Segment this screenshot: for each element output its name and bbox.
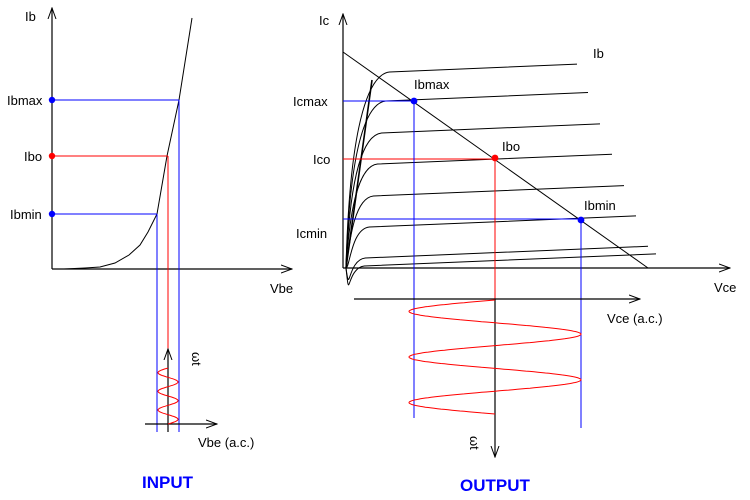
output-characteristic-graph: Ic Vce Ib Ibmax Ibo Ibmin Icmax Ico Icmi…	[293, 13, 736, 428]
output-title: OUTPUT	[460, 476, 531, 495]
ibmin-label: Ibmin	[10, 207, 42, 222]
saturation-line	[345, 79, 373, 269]
output-ac-waveform: Vce (a.c.) ωt	[354, 299, 663, 457]
output-sine-wave	[408, 299, 582, 415]
ibmax-label: Ibmax	[7, 93, 43, 108]
collector-curve	[345, 92, 589, 269]
ico-label: Ico	[313, 152, 330, 167]
ibo-point-label: Ibo	[502, 139, 520, 154]
input-characteristic-curve	[63, 17, 193, 270]
collector-curve-family	[345, 63, 657, 286]
ibo-label: Ibo	[24, 149, 42, 164]
input-ac-x-label: Vbe (a.c.)	[198, 435, 254, 450]
ibmax-point	[48, 96, 56, 104]
collector-curve	[345, 245, 649, 280]
icmax-label: Icmax	[293, 94, 328, 109]
collector-curve	[345, 123, 601, 269]
ibmin-point	[48, 210, 56, 218]
collector-curve	[345, 253, 657, 286]
output-ac-x-label: Vce (a.c.)	[607, 311, 663, 326]
ibmin-operating-point	[577, 216, 585, 224]
ibmax-operating-point	[410, 97, 418, 105]
collector-curve	[345, 215, 637, 269]
icmin-label: Icmin	[296, 226, 327, 241]
input-x-axis-label: Vbe	[270, 281, 293, 296]
ibmax-point-label: Ibmax	[414, 77, 450, 92]
input-y-axis-label: Ib	[25, 9, 36, 24]
ibo-point	[48, 152, 56, 160]
curve-family-label: Ib	[593, 46, 604, 61]
input-title: INPUT	[142, 473, 194, 492]
output-x-axis-label: Vce	[714, 280, 736, 295]
input-characteristic-graph: Ib Vbe Ibmax Ibo Ibmin	[7, 8, 293, 432]
ibmin-point-label: Ibmin	[584, 198, 616, 213]
collector-curve	[345, 185, 625, 269]
output-time-axis-label: ωt	[467, 436, 482, 450]
output-y-axis-label: Ic	[319, 13, 330, 28]
collector-curve	[345, 63, 578, 269]
input-ac-waveform: ωt Vbe (a.c.)	[145, 349, 254, 450]
ibo-operating-point	[491, 154, 499, 162]
input-sine-wave	[157, 367, 179, 425]
input-time-axis-label: ωt	[189, 352, 204, 366]
collector-curve	[345, 153, 613, 269]
